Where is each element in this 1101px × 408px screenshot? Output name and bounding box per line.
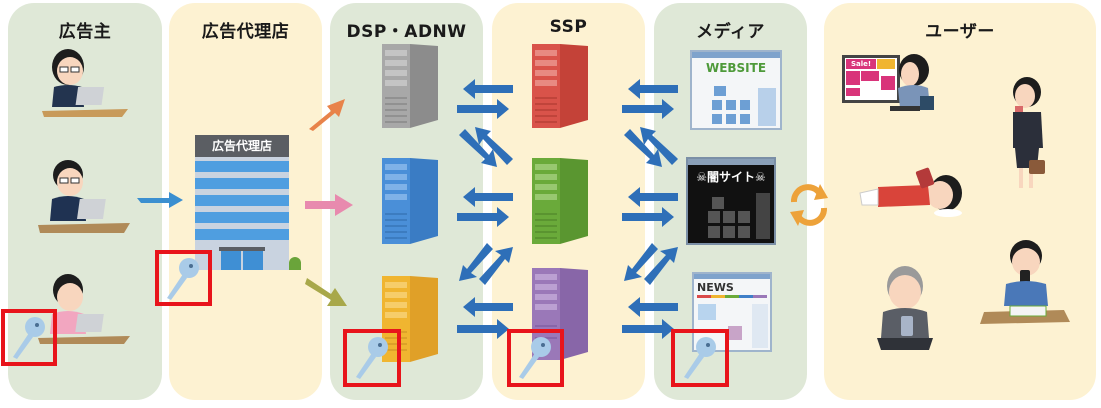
highlight-box-ssp: [507, 329, 564, 387]
skull-icon: ☠: [755, 170, 766, 184]
media-website-icon: WEBSITE: [690, 50, 782, 130]
user-elderly-man-phone-icon: [877, 266, 933, 350]
arrow-left-icon: [463, 297, 513, 317]
key-icon-media: [684, 337, 716, 379]
ssp-media-exchange-arrows: [622, 79, 678, 339]
dsp-server-gray-icon: [382, 44, 438, 128]
media-news-site-icon: NEWS: [692, 272, 772, 352]
key-icon-agency: [167, 258, 199, 300]
arrow-diag-down-icon: [459, 129, 497, 167]
arrow-diag-up-icon: [644, 247, 678, 285]
user-girl-lying-phone-icon: [859, 167, 962, 217]
arrow-left-icon: [628, 187, 678, 207]
arrow-right-icon: [457, 207, 509, 227]
cycle-arrows-icon: [790, 184, 828, 226]
media-dark-site-icon: ☠闇サイト☠: [686, 157, 776, 245]
arrow-right-icon: [622, 319, 674, 339]
sale-banner: Sale!: [846, 59, 876, 69]
arrow-diag-up-icon: [479, 247, 513, 285]
skull-icon: ☠: [696, 170, 707, 184]
ssp-server-green-icon: [532, 158, 588, 244]
arrow-diag-up-icon: [475, 127, 513, 165]
arrow-diag-down-icon: [459, 243, 493, 281]
dsp-server-blue-icon: [382, 158, 438, 244]
key-icon-advertiser: [13, 317, 45, 359]
highlight-box-advertiser: [1, 309, 57, 366]
ssp-server-purple-icon: [532, 268, 588, 360]
panel-title-advertiser: 広告主: [58, 22, 112, 42]
user-man-at-pc-icon: [890, 54, 934, 111]
arrow-left-icon: [628, 297, 678, 317]
panel-title-users: ユーザー: [925, 22, 995, 42]
advertiser-person-man-glasses-icon: [38, 160, 130, 233]
website-heading: WEBSITE: [705, 61, 767, 75]
arrow-left-icon: [463, 187, 513, 207]
agency-building-icon: 広告代理店: [195, 135, 301, 270]
dark-site-heading: ☠闇サイト☠: [696, 170, 766, 184]
arrow-diag-up-icon: [640, 127, 678, 165]
dsp-ssp-exchange-arrows: [457, 79, 513, 339]
arrow-right-icon: [457, 99, 509, 119]
panel-title-agency: 広告代理店: [201, 22, 290, 42]
panel-title-dsp: DSP・ADNW: [346, 22, 467, 42]
arrow-diag-down-icon: [624, 243, 658, 281]
arrow-agency-to-dsp3-icon: [305, 278, 347, 306]
key-icon-dsp: [356, 337, 388, 379]
arrow-diag-down-icon: [624, 129, 662, 167]
arrow-left-icon: [628, 79, 678, 99]
arrow-agency-to-dsp1-icon: [309, 99, 345, 131]
panel-title-media: メディア: [696, 22, 765, 42]
arrow-right-icon: [622, 99, 674, 119]
arrow-agency-to-dsp2-icon: [305, 194, 353, 216]
key-icon-ssp: [519, 337, 551, 379]
arrow-right-icon: [457, 319, 509, 339]
highlight-box-dsp: [343, 329, 401, 387]
highlight-box-agency: [155, 250, 212, 306]
arrow-left-icon: [463, 79, 513, 99]
user-student-phone-desk-icon: [980, 240, 1070, 324]
arrow-right-icon: [622, 207, 674, 227]
ssp-server-red-icon: [532, 44, 588, 128]
dsp-server-yellow-icon: [382, 276, 438, 362]
panel-title-ssp: SSP: [549, 17, 588, 37]
highlight-box-media: [671, 329, 729, 387]
advertiser-person-woman-pink-icon: [38, 274, 130, 344]
agency-building-sign: 広告代理店: [195, 135, 289, 157]
news-site-heading: NEWS: [697, 281, 734, 294]
advertiser-person-woman-glasses-icon: [42, 49, 128, 117]
user-pc-monitor-icon: Sale!: [842, 55, 900, 103]
arrow-advertiser-to-agency-icon: [137, 192, 183, 208]
user-businesswoman-phone-icon: [1013, 77, 1045, 188]
